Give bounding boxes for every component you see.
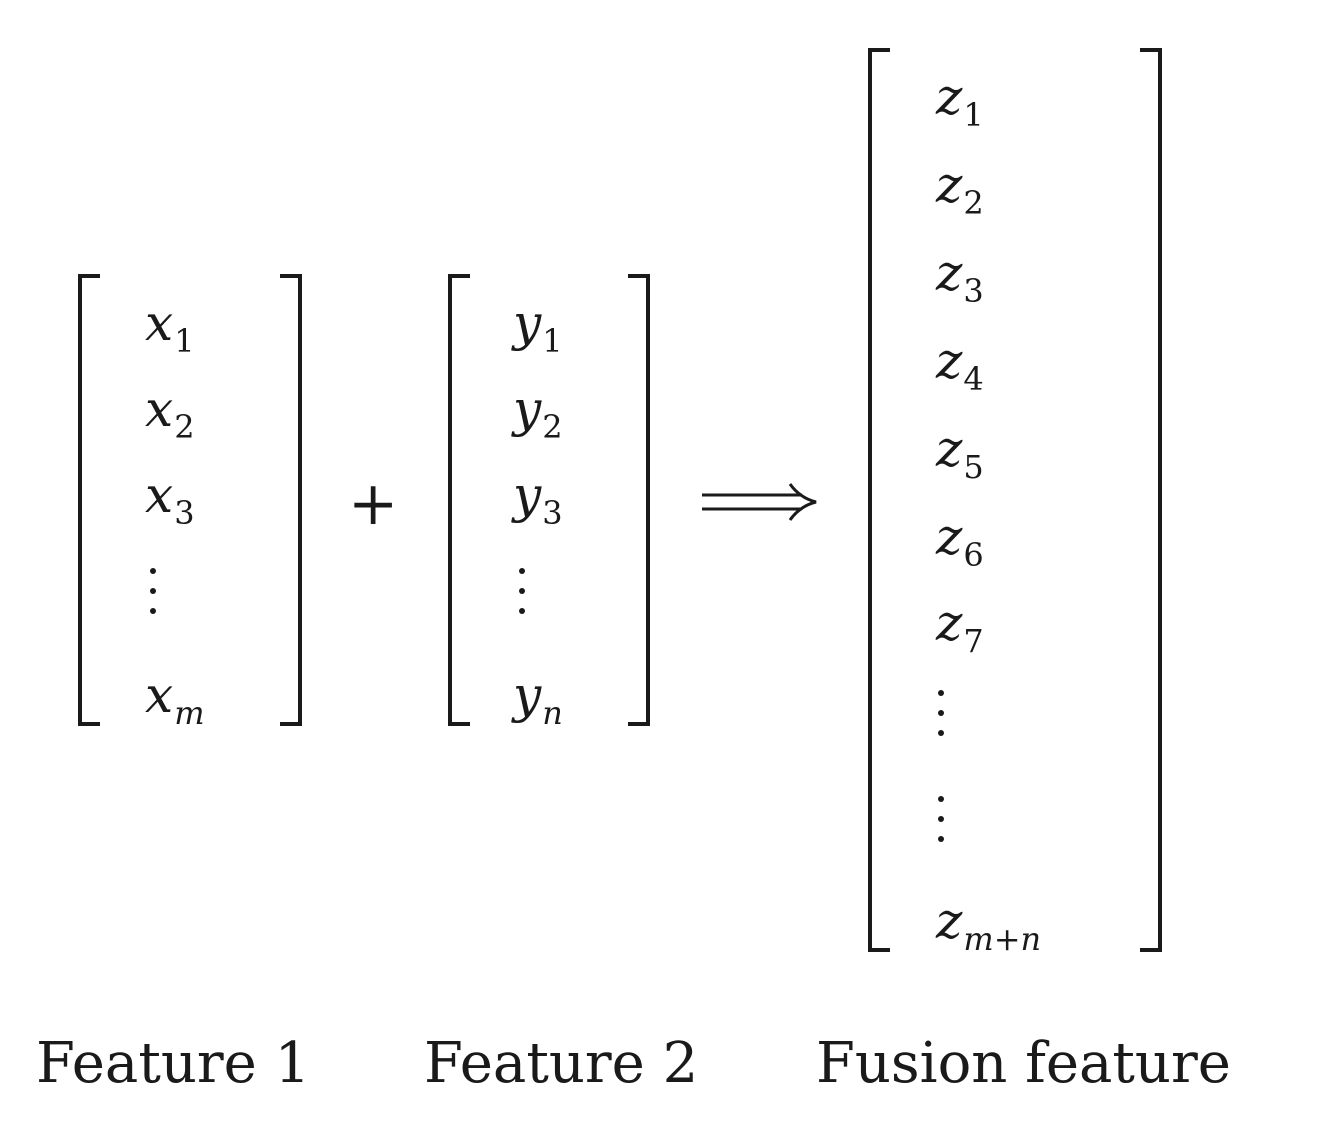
feature1-entry-1: x1 xyxy=(145,294,195,360)
feature1-entry-3: x3 xyxy=(145,466,195,532)
fusion-entry-7: z7 xyxy=(936,594,984,660)
feature2-label: Feature 2 xyxy=(424,1031,699,1096)
feature2-entry-2: y2 xyxy=(513,380,563,446)
feature1-entry-2: x2 xyxy=(145,380,195,446)
fusion-entry-2: z2 xyxy=(936,156,984,222)
feature1-vdots xyxy=(150,568,156,628)
feature1-label: Feature 1 xyxy=(36,1031,311,1096)
fusion-vdots-2 xyxy=(938,796,944,856)
implies-arrow-icon xyxy=(702,483,817,521)
fusion-feature-label: Fusion feature xyxy=(816,1031,1231,1096)
feature2-entry-3: y3 xyxy=(513,466,563,532)
fusion-right-bracket xyxy=(1140,48,1162,952)
feature2-vdots xyxy=(519,568,525,628)
fusion-entry-m-plus-n: zm+n xyxy=(936,892,1042,958)
fusion-entry-3: z3 xyxy=(936,244,984,310)
feature1-left-bracket xyxy=(78,274,100,726)
fusion-left-bracket xyxy=(868,48,890,952)
fusion-entry-5: z5 xyxy=(936,420,984,486)
fusion-entry-6: z6 xyxy=(936,508,984,574)
feature2-entry-1: y1 xyxy=(513,294,563,360)
feature1-right-bracket xyxy=(280,274,302,726)
fusion-entry-1: z1 xyxy=(936,68,984,134)
feature2-right-bracket xyxy=(628,274,650,726)
feature2-left-bracket xyxy=(448,274,470,726)
feature2-entry-n: yn xyxy=(513,666,563,732)
fusion-entry-4: z4 xyxy=(936,332,984,398)
plus-operator: + xyxy=(348,469,399,539)
fusion-vdots-1 xyxy=(938,690,944,750)
feature1-entry-m: xm xyxy=(145,666,205,732)
